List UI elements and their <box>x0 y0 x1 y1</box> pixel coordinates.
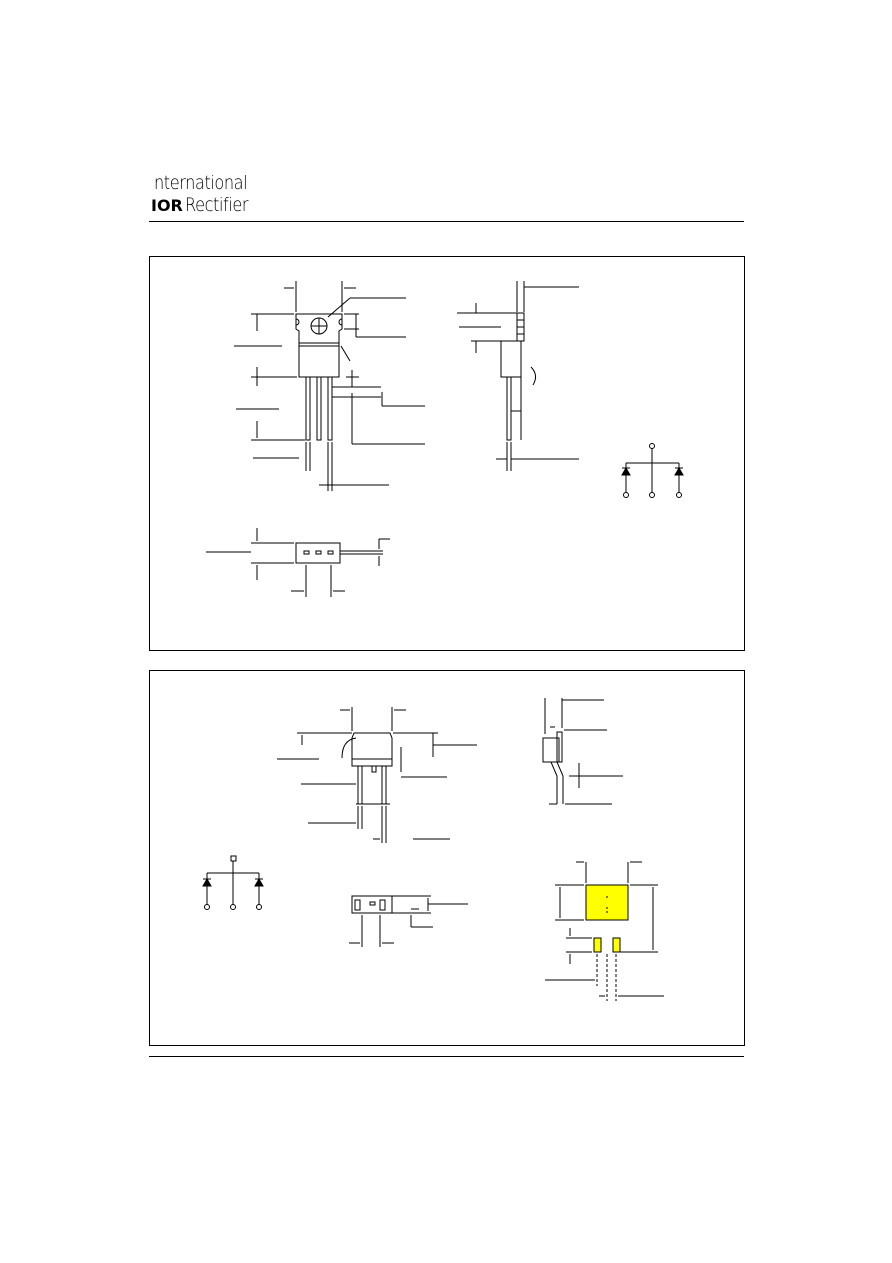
logo-word: Rectifier <box>185 194 249 216</box>
company-logo: nternational IOR Rectifier <box>151 172 261 222</box>
footer-rule <box>149 1056 744 1057</box>
d2pak-outline-panel <box>149 670 745 1046</box>
logo-line1: nternational <box>154 172 248 194</box>
ior-logo-mark-icon: IOR <box>151 197 183 213</box>
to220-drawing <box>206 281 684 597</box>
to220-outline-panel <box>149 256 745 651</box>
header-rule <box>149 221 744 222</box>
d2pak-drawing <box>202 698 664 1001</box>
logo-mark-text: IOR <box>151 197 183 213</box>
